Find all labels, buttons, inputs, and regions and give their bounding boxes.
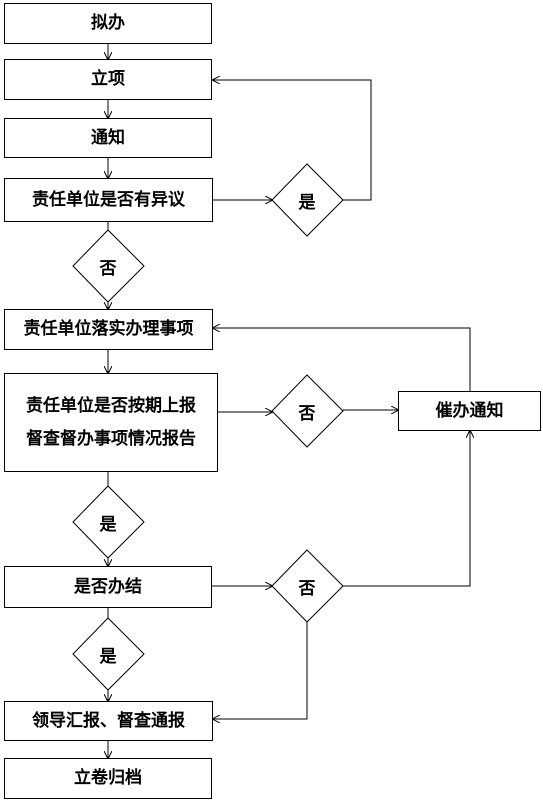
node-archive: 立卷归档	[4, 758, 212, 799]
decision-label-objection-no: 否	[99, 258, 117, 279]
arrow-yes-diamond-loop-to-establish	[213, 80, 372, 201]
decision-diamond-completed-yes	[72, 617, 145, 691]
node-draft: 拟办	[4, 3, 212, 44]
node-implement: 责任单位落实办理事项	[4, 309, 213, 350]
decision-diamond-report-yes	[72, 485, 145, 559]
node-notify: 通知	[4, 118, 212, 158]
decision-diamond-completed-no	[271, 549, 344, 623]
decision-label-completed-no: 否	[298, 578, 316, 599]
decision-label-report-no: 否	[298, 403, 316, 424]
decision-label-objection-yes: 是	[298, 192, 316, 213]
node-establish: 立项	[4, 59, 212, 100]
node-report-check-line1: 责任单位是否按期上报	[26, 396, 196, 417]
node-reminder: 催办通知	[398, 391, 541, 431]
decision-label-report-yes: 是	[99, 514, 117, 535]
node-report-check: 责任单位是否按期上报 督查督办事项情况报告	[4, 373, 218, 472]
node-objection-check: 责任单位是否有异议	[4, 178, 213, 222]
node-completed-check: 是否办结	[4, 566, 212, 608]
decision-label-completed-yes: 是	[99, 646, 117, 667]
arrow-no-diamond-to-reminder-up	[343, 431, 470, 587]
arrow-no-diamond-to-leader-report	[213, 621, 308, 719]
arrow-reminder-loop-to-implement	[213, 328, 471, 391]
node-leader-report: 领导汇报、督查通报	[4, 701, 213, 741]
decision-diamond-objection-yes	[271, 163, 344, 237]
node-report-check-line2: 督查督办事项情况报告	[26, 428, 196, 449]
decision-diamond-objection-no	[72, 229, 145, 303]
decision-diamond-report-no	[271, 374, 344, 448]
